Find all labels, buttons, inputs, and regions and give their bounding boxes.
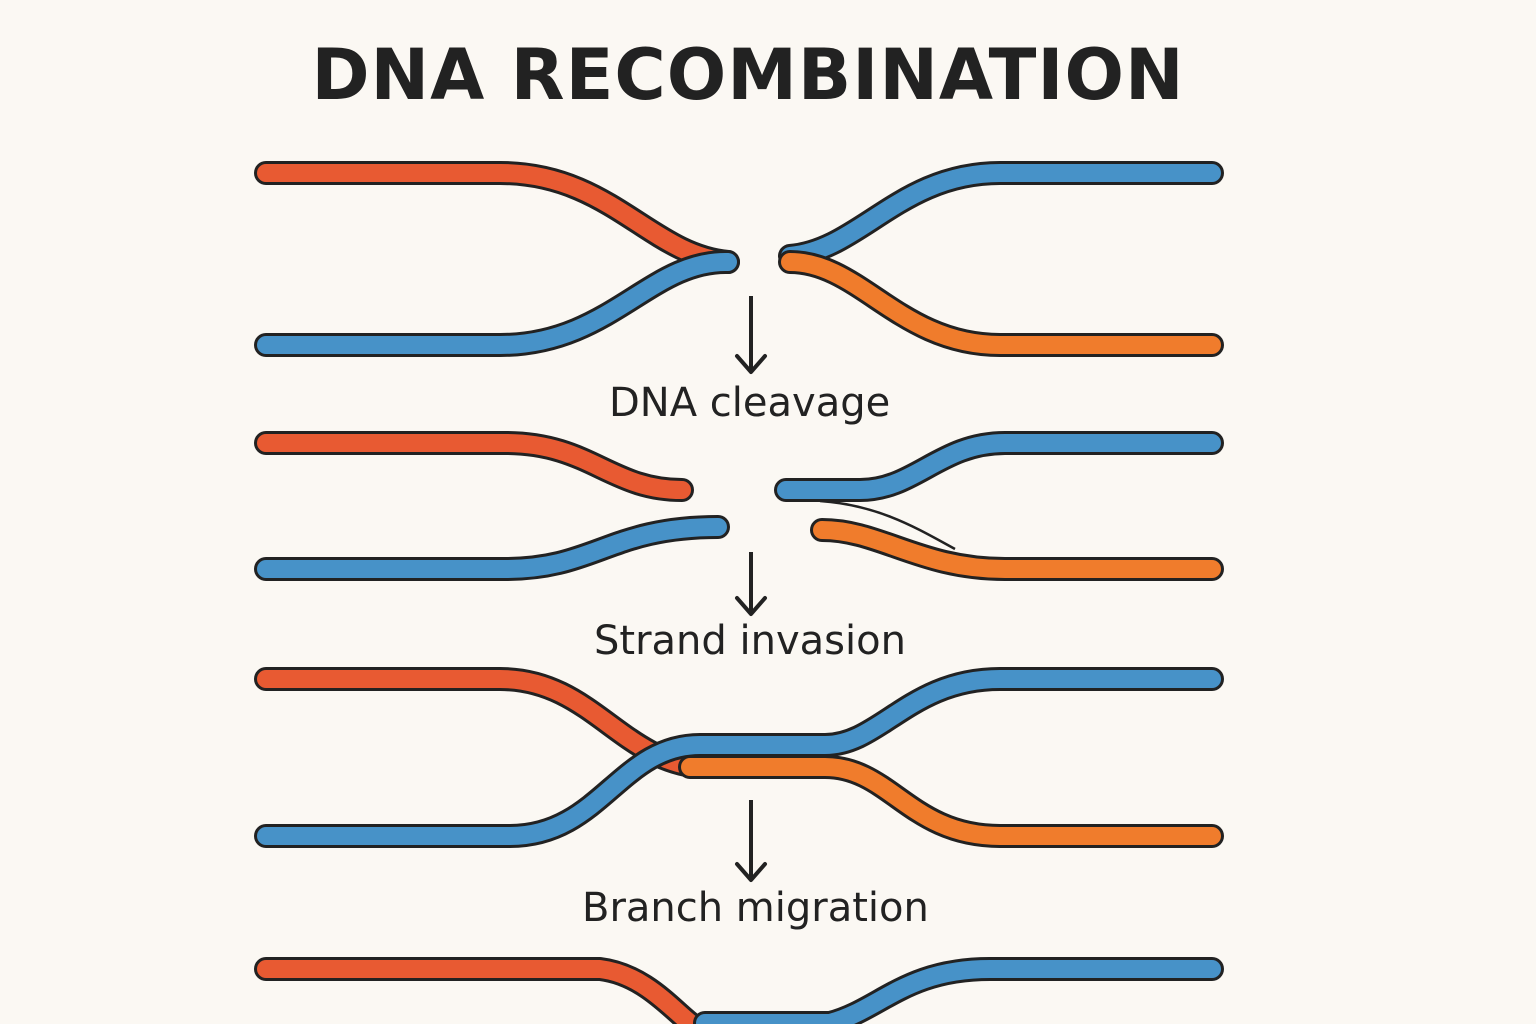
stage-1-strands <box>254 161 1224 357</box>
thin-invading-strand <box>819 499 956 551</box>
red-strand-top-left-2 <box>257 434 691 499</box>
step-label-branch-migration: Branch migration <box>582 885 929 931</box>
orange-strand-bottom-right-2 <box>813 521 1221 578</box>
orange-strand-crossover-3 <box>681 758 1221 845</box>
blue-strand-top-right-2 <box>777 434 1221 499</box>
red-strand-top-left-4 <box>257 960 707 1024</box>
red-strand-top-left-3-outline <box>254 667 712 779</box>
blue-strand-top-right-outline <box>778 161 1224 268</box>
blue-strand-bottom-left-2 <box>257 518 727 578</box>
arrow-head <box>735 354 767 374</box>
arrow-2 <box>735 552 767 616</box>
diagram-title: DNA RECOMBINATION <box>311 34 1185 116</box>
arrow-1 <box>735 296 767 374</box>
step-label-dna-cleavage: DNA cleavage <box>609 380 891 426</box>
blue-strand-bottom-left-3 <box>257 670 1221 845</box>
orange-strand-bottom-right <box>781 253 1221 354</box>
stage-4-strands <box>254 957 1224 1024</box>
stage-2-strands <box>254 431 1224 581</box>
blue-strand-top-right <box>781 164 1221 265</box>
arrow-3 <box>735 800 767 882</box>
arrow-head <box>735 596 767 616</box>
stage-3-strands <box>254 667 1224 848</box>
red-strand-top-left-outline <box>254 161 740 274</box>
blue-strand-bottom-4 <box>696 960 1221 1024</box>
arrow-head <box>735 862 767 882</box>
step-label-strand-invasion: Strand invasion <box>594 618 906 664</box>
blue-strand-bottom-left <box>257 252 737 354</box>
